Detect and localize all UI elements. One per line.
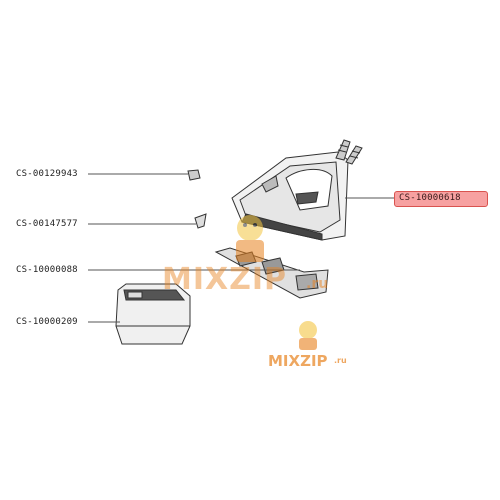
leader-lines [88,173,394,323]
watermark-large-text: MIXZIP [162,262,288,297]
watermark-small-suffix: .ru [334,356,347,365]
part-00129943-drawing [187,169,201,181]
watermark-large-suffix: .ru [306,276,329,292]
part-label-cs-10000618[interactable]: CS-10000618 [399,193,461,203]
iron-body-drawing [231,139,363,241]
watermark-small-text: MIXZIP [268,352,328,370]
part-00147577-drawing [194,213,207,229]
part-10000209-drawing [115,283,191,345]
part-label-cs-10000088[interactable]: CS-10000088 [16,265,78,275]
part-label-cs-00129943[interactable]: CS-00129943 [16,169,78,179]
part-label-cs-10000209[interactable]: CS-10000209 [16,317,78,327]
callout-highlight[interactable] [394,191,488,207]
part-label-cs-00147577[interactable]: CS-00147577 [16,219,78,229]
